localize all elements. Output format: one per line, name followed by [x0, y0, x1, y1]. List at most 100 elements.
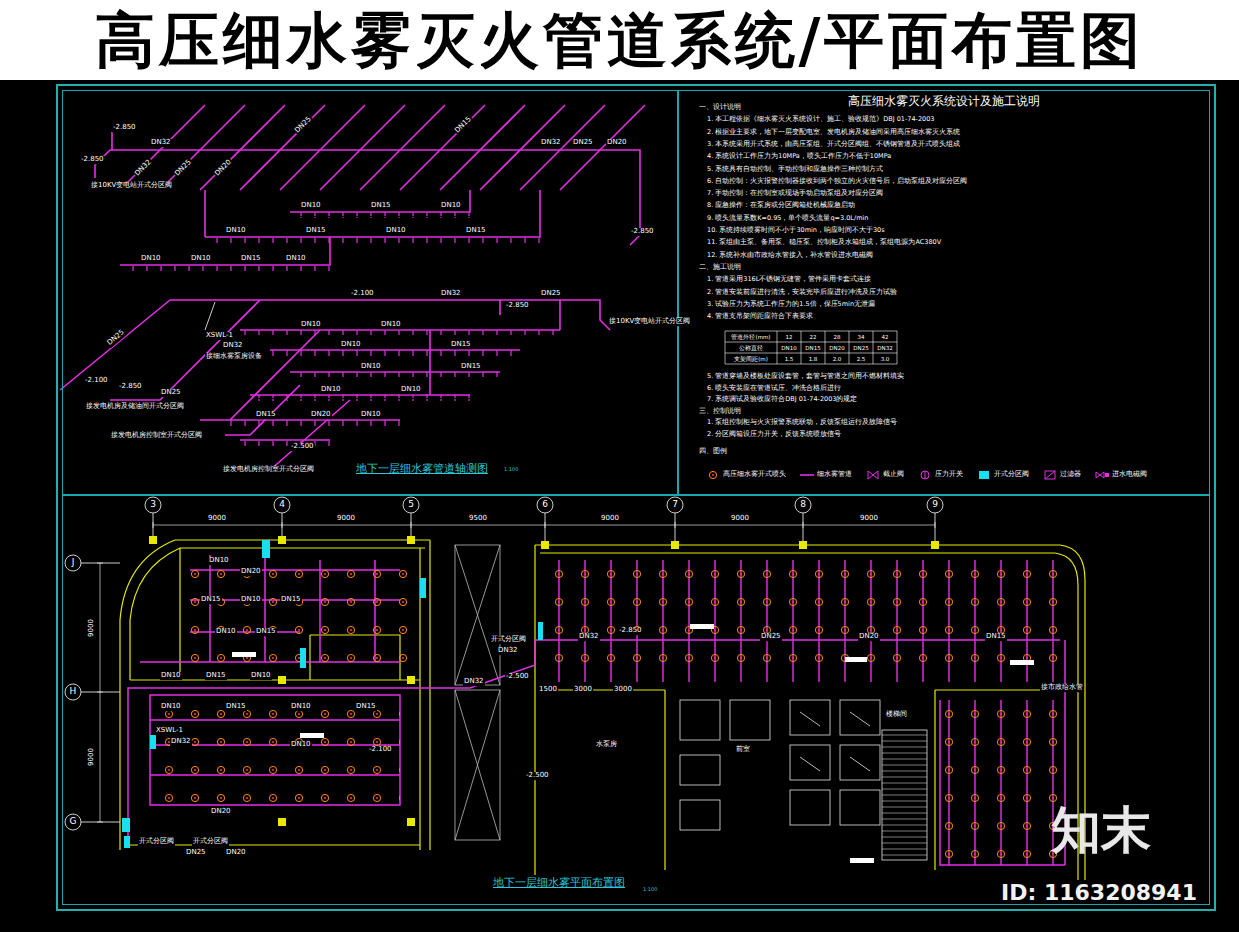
pipe-label: -2.850	[80, 156, 105, 164]
pipe-label: DN15	[465, 227, 487, 235]
note-line: 12. 系统补水由市政给水管接入，补水管设进水电磁阀	[706, 252, 874, 259]
table-cell: 公称直径	[738, 344, 764, 350]
pipe-label: DN32	[440, 290, 462, 298]
pipe-isometric	[205, 302, 215, 330]
drawing-panel: 地下一层细水雾管道轴测图	[62, 90, 678, 495]
pipe-label: 接发电机房及储油间开式分区阀	[85, 403, 185, 411]
plan-label: DN10	[215, 628, 237, 636]
core-room	[730, 700, 770, 740]
legend-symbol	[918, 470, 932, 480]
column	[278, 818, 286, 826]
column	[278, 536, 286, 544]
legend-text: 开式分区阀	[994, 471, 1029, 479]
drawing-caption: 地下一层细水雾管道轴测图	[356, 463, 488, 476]
pipe-label: DN10	[320, 386, 342, 394]
pipe-isometric	[95, 132, 640, 245]
shaft	[455, 690, 500, 840]
pipe-label: DN10	[190, 255, 212, 263]
legend-symbol	[1095, 470, 1109, 480]
table-cell: 2.0	[832, 355, 843, 361]
plan-label: DN32	[463, 678, 485, 686]
legend-text: 过滤器	[1060, 471, 1081, 479]
pipe-isometric	[120, 265, 330, 271]
valve-box	[122, 540, 543, 848]
core-room	[680, 700, 927, 860]
pipe-label: DN10	[380, 321, 402, 329]
table-cell: 12	[785, 333, 794, 339]
pipe-label: DN15	[370, 202, 392, 210]
drawing-caption: 地下一层细水雾平面布置图	[493, 877, 625, 890]
table-cell: DN20	[828, 344, 845, 350]
spec-table	[725, 331, 897, 364]
plan-label: XSWL-1	[155, 727, 184, 735]
note-line: 三、控制说明	[698, 408, 742, 415]
core-room	[680, 755, 720, 785]
note-line: 二、施工说明	[698, 264, 742, 271]
column	[407, 676, 415, 684]
legend-item: 高压细水雾开式喷头	[706, 470, 786, 480]
pipe-isometric	[290, 212, 470, 218]
pipe-label: DN15	[453, 115, 474, 136]
table-cell: 支架间距(m)	[733, 355, 769, 361]
valve-box	[122, 818, 130, 832]
plan-label: DN10	[240, 596, 262, 604]
pipe-isometric	[60, 105, 645, 470]
table-cell: 3.0	[880, 355, 891, 361]
core-room	[680, 700, 720, 740]
plan-label: DN10	[250, 672, 272, 680]
room-tag	[300, 733, 324, 738]
plan-label: 接市政给水管	[1040, 684, 1084, 692]
column	[407, 818, 415, 826]
pipe-label: DN10	[300, 202, 322, 210]
table-cell: 22	[809, 333, 818, 339]
pipe-label: DN32	[540, 139, 562, 147]
plan-label: DN10	[208, 557, 230, 565]
pipe-plan	[128, 555, 1065, 865]
note-line: 1. 管道采用316L不锈钢无缝管，管件采用卡套式连接	[706, 277, 872, 284]
note-line: 一、设计说明	[698, 104, 742, 111]
table-cell: DN15	[804, 344, 821, 350]
grid-axis	[537, 497, 553, 513]
column	[407, 536, 415, 544]
plan-label: DN15	[985, 633, 1007, 641]
grid-number: 9	[931, 500, 939, 510]
pipe-label: DN32	[222, 342, 244, 350]
plan-label: DN32	[497, 647, 519, 655]
note-line: 2. 管道安装前应进行清洗，安装完毕后应进行冲洗及压力试验	[706, 289, 898, 296]
pipe-label: DN15	[255, 411, 277, 419]
pipe-isometric	[240, 330, 560, 336]
room-tag	[850, 858, 874, 863]
legend-symbol	[800, 470, 814, 480]
plan-label: DN15	[200, 596, 222, 604]
legend-symbol	[1043, 470, 1057, 480]
legend-text: 细水雾管道	[817, 471, 852, 479]
floor-plan	[940, 700, 1065, 865]
dimension: 9000	[859, 515, 879, 523]
table-cell: 1.5	[784, 355, 795, 361]
plan-label: DN20	[858, 633, 880, 641]
pipe-isometric	[120, 190, 540, 265]
note-line: 11. 泵组由主泵、备用泵、稳压泵、控制柜及水箱组成，泵组电源为AC380V	[706, 240, 942, 247]
pipe-isometric	[230, 300, 560, 440]
core-room	[800, 712, 870, 771]
plan-label: DN10	[160, 703, 182, 711]
plan-label: DN32	[578, 633, 600, 641]
legend-item: 开式分区阀	[977, 470, 1029, 480]
drawing-panel: 地下一层细水雾平面布置图	[62, 495, 1210, 905]
plan-label: -2.500	[505, 673, 530, 681]
table-cell: 1.8	[808, 355, 819, 361]
valve-box	[538, 622, 543, 640]
pipe-label: 接10KV变电站开式分区阀	[608, 318, 691, 326]
valve-box	[262, 540, 270, 558]
note-line: 2. 分区阀箱设压力开关，反馈系统喷放信号	[706, 431, 842, 438]
plan-label: DN15	[205, 672, 227, 680]
table-cell: DN25	[852, 344, 869, 350]
pipe-label: 接细水雾泵房设备	[205, 353, 263, 361]
pipe-label: DN10	[140, 255, 162, 263]
wall	[535, 545, 1085, 880]
table-cell: 2.5	[856, 355, 867, 361]
pipe-label: DN32	[150, 139, 172, 147]
core-room	[840, 700, 880, 735]
table-cell: 28	[833, 333, 842, 339]
pipe-isometric	[120, 105, 645, 190]
